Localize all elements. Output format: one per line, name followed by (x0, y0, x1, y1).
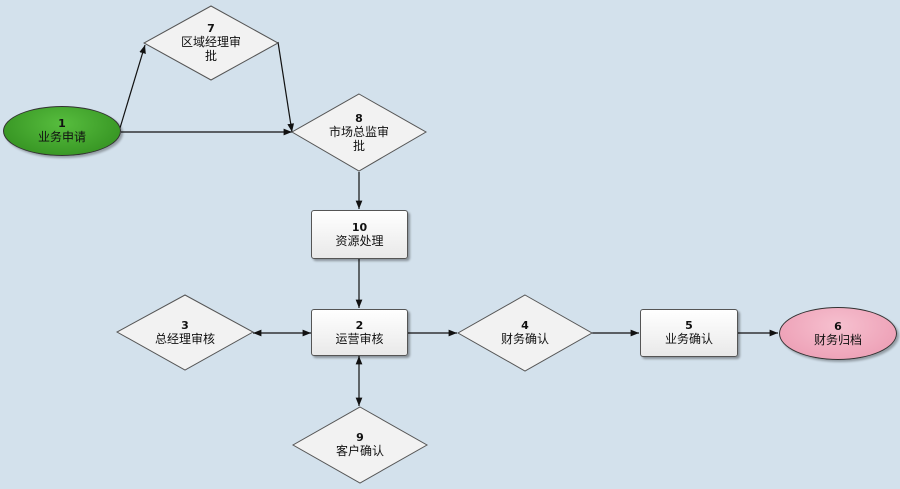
node-9-label: 客户确认 (335, 444, 384, 458)
node-1-number: 1 (58, 117, 66, 130)
node-8-diamond[interactable]: 8 市场总监审 批 (291, 93, 427, 172)
diamond-shape (291, 93, 427, 172)
node-2-label: 运营审核 (335, 331, 384, 346)
node-4-number: 4 (521, 319, 529, 332)
node-9-number: 9 (356, 431, 364, 444)
diamond-shape (143, 5, 279, 81)
node-6-label: 财务归档 (813, 332, 862, 347)
node-10-label: 资源处理 (335, 233, 384, 248)
node-8-label-line1: 市场总监审 (328, 124, 389, 139)
diamond-shape (292, 406, 428, 484)
node-7-number: 7 (207, 22, 215, 35)
node-2-rect[interactable]: 2 运营审核 (311, 309, 408, 356)
node-5-rect[interactable]: 5 业务确认 (640, 309, 738, 357)
diamond-shape (116, 294, 254, 371)
node-5-number: 5 (685, 319, 693, 332)
node-5-label: 业务确认 (664, 332, 713, 346)
node-9-diamond[interactable]: 9 客户确认 (292, 406, 428, 484)
node-7-diamond[interactable]: 7 区域经理审 批 (143, 5, 279, 81)
node-4-diamond[interactable]: 4 财务确认 (457, 294, 593, 372)
node-4-label: 财务确认 (500, 332, 549, 346)
node-3-number: 3 (181, 318, 189, 332)
node-1-start[interactable]: 1 业务申请 (3, 106, 121, 156)
node-7-label-line2: 批 (204, 49, 217, 63)
node-3-diamond[interactable]: 3 总经理审核 (116, 294, 254, 371)
node-10-number: 10 (351, 220, 368, 234)
node-6-end[interactable]: 6 财务归档 (779, 307, 897, 360)
node-1-label: 业务申请 (37, 130, 86, 144)
diamond-shape (457, 294, 593, 372)
edge-1-to-7 (119, 44, 146, 129)
node-7-label-line1: 区域经理审 (180, 35, 241, 49)
node-8-label-line2: 批 (352, 138, 365, 153)
node-10-rect[interactable]: 10 资源处理 (311, 210, 408, 259)
node-8-number: 8 (355, 111, 363, 125)
node-6-number: 6 (834, 319, 842, 333)
edge-7-to-8 (277, 41, 295, 133)
node-3-label: 总经理审核 (154, 331, 215, 346)
node-2-number: 2 (355, 318, 364, 332)
